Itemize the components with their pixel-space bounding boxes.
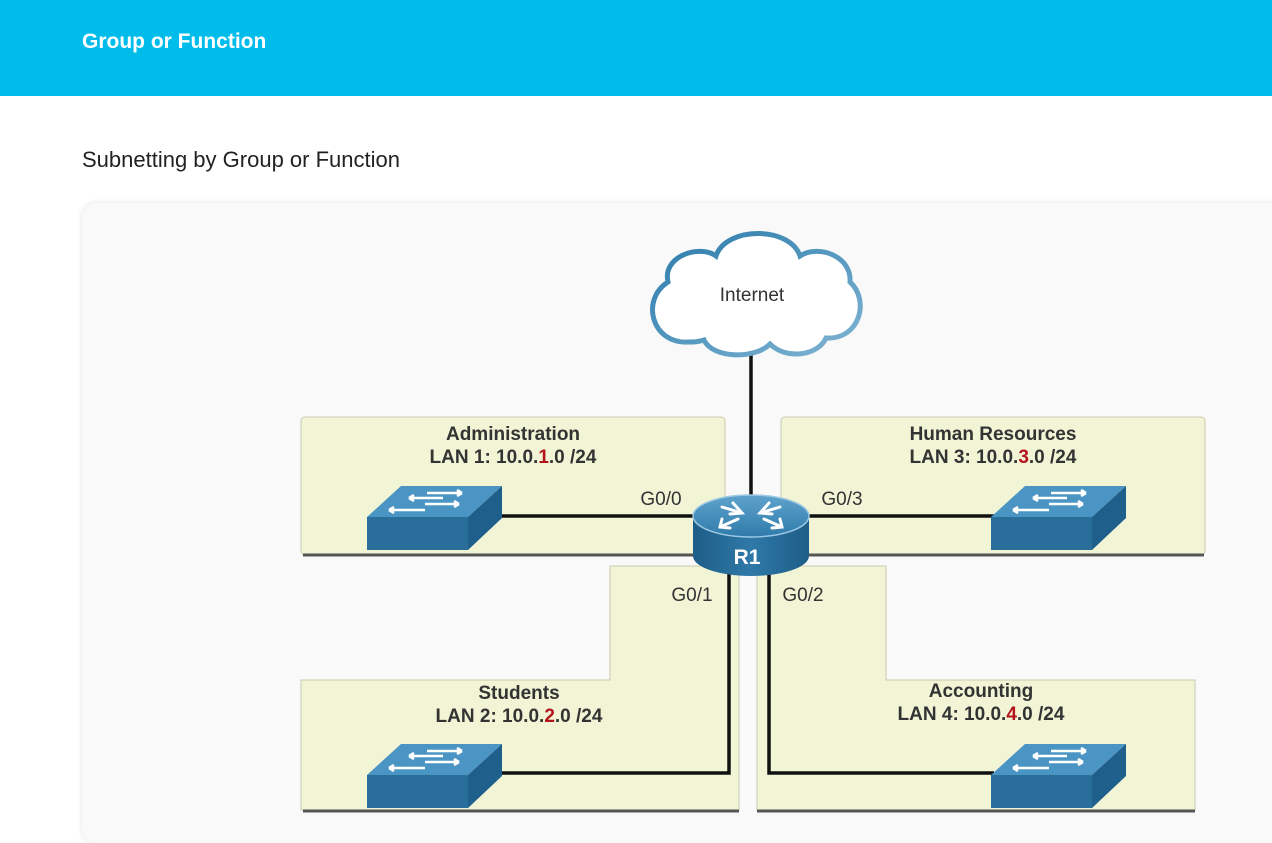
header-banner: Group or Function: [0, 0, 1272, 96]
switch-lan3-icon: [991, 486, 1126, 550]
internet-cloud-icon: Internet: [650, 231, 863, 358]
lan3-group-label: Human Resources: [910, 424, 1077, 445]
switch-lan1-icon: [367, 486, 502, 550]
internet-label: Internet: [720, 285, 785, 306]
lan1-address-label: LAN 1: 10.0.1.0 /24: [430, 447, 597, 468]
router-label: R1: [734, 546, 761, 569]
lan2-address-label: LAN 2: 10.0.2.0 /24: [436, 706, 603, 727]
port-g03-label: G0/3: [821, 489, 862, 510]
lan1-group-label: Administration: [446, 424, 580, 445]
port-g02-label: G0/2: [782, 585, 823, 606]
lan4-group-label: Accounting: [929, 681, 1034, 702]
switch-lan4-icon: [991, 744, 1126, 808]
network-links: [500, 350, 994, 775]
router-r1-icon: R1: [692, 494, 810, 576]
lan2-group-label: Students: [478, 683, 559, 704]
page-header-title: Group or Function: [82, 30, 267, 53]
port-g00-label: G0/0: [640, 489, 681, 510]
diagram-subtitle: Subnetting by Group or Function: [82, 147, 400, 172]
lan3-address-label: LAN 3: 10.0.3.0 /24: [910, 447, 1077, 468]
switch-lan2-icon: [367, 744, 502, 808]
port-g01-label: G0/1: [671, 585, 712, 606]
lan4-address-label: LAN 4: 10.0.4.0 /24: [898, 704, 1065, 725]
